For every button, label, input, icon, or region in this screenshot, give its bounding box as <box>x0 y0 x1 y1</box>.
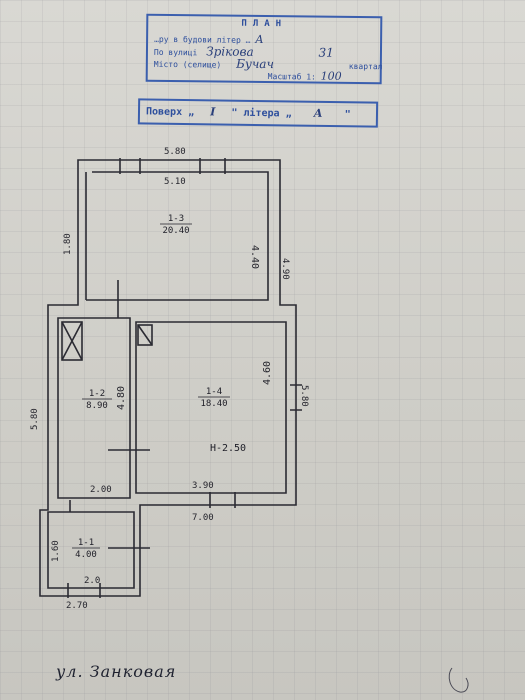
dim-right-lower: 5.80 <box>299 385 309 407</box>
dim-right-upper: 4.90 <box>280 258 290 280</box>
dim-room-4-width: 3.90 <box>192 481 214 491</box>
dim-room-1-inner: 2.0 <box>84 576 100 586</box>
dim-left-outer: 5.80 <box>30 408 40 430</box>
dim-room-2-height: 4.80 <box>116 386 127 410</box>
dim-left-upper: 1.80 <box>63 233 73 255</box>
dim-room-1-height: 1.60 <box>51 540 61 562</box>
room-label-1-1: 1-1 4.00 <box>72 538 100 560</box>
room-id: 1-1 <box>78 538 94 548</box>
dim-bottom-total: 7.00 <box>192 513 214 523</box>
room-label-1-4: 1-4 18.40 <box>198 387 230 409</box>
street-caption: ул. Занковая <box>56 662 177 681</box>
plan-walls <box>39 158 302 598</box>
room-area: 20.40 <box>162 226 189 236</box>
room-id: 1-4 <box>206 387 222 397</box>
dim-bottom-left: 2.70 <box>66 601 88 611</box>
height-note: Н-2.50 <box>210 443 246 454</box>
room-id: 1-3 <box>168 214 184 224</box>
room-area: 8.90 <box>86 401 108 411</box>
room-label-1-2: 1-2 8.90 <box>82 389 112 411</box>
room-labels: 1-3 20.40 1-2 8.90 1-4 18.40 1-1 4.00 Н-… <box>72 214 246 560</box>
dim-room-2-width: 2.00 <box>90 485 112 495</box>
corner-mark <box>448 667 469 693</box>
room-id: 1-2 <box>89 389 105 399</box>
dim-room-4-height: 4.60 <box>262 361 273 385</box>
room-area: 4.00 <box>75 550 97 560</box>
room-area: 18.40 <box>200 399 227 409</box>
dim-upper-room-right: 4.40 <box>249 245 260 269</box>
plan-dimensions: 5.80 5.10 1.80 5.80 4.90 5.80 4.40 4.60 … <box>30 147 309 611</box>
room-label-1-3: 1-3 20.40 <box>160 214 192 236</box>
dim-top-outer: 5.80 <box>164 147 186 157</box>
dim-top-inner: 5.10 <box>164 177 186 187</box>
